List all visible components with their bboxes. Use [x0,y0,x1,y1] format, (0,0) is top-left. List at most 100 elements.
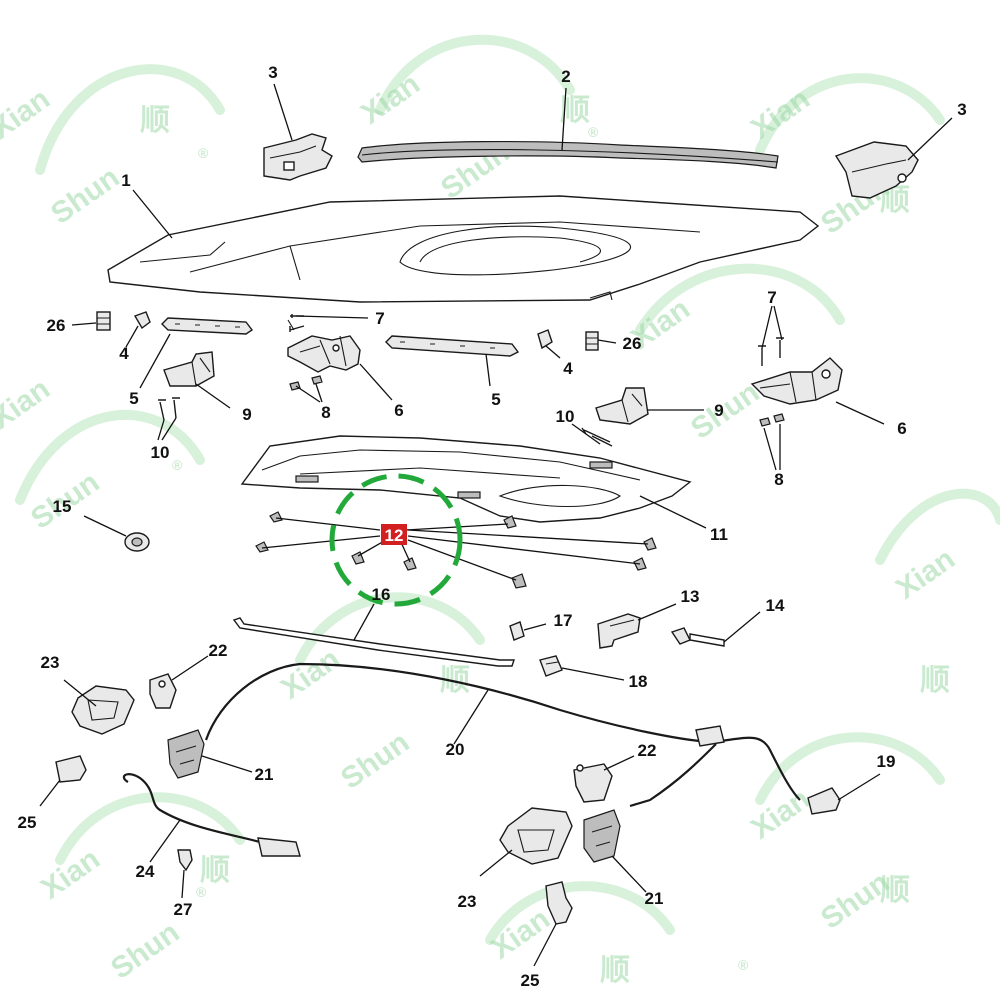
callout-13: 13 [681,587,700,606]
part-3-bracket-right [834,141,919,199]
callout-10: 10 [556,407,575,426]
part-19-connector [807,787,841,815]
watermark-glyph: 顺 [140,104,170,137]
part-2-seal-strip [357,140,779,169]
highlight-circle [329,473,463,607]
callout-8: 8 [774,470,783,489]
part-10-bolts-right [581,427,613,447]
watermark-text: Xian [745,782,816,845]
watermark-registered: ® [588,124,599,140]
part-26-bumper-left [96,311,111,331]
part-24-harness [122,773,301,857]
callout-22: 22 [209,641,228,660]
part-25-switch-right [545,881,573,925]
callout-22: 22 [638,741,657,760]
part-3-bracket-left [263,133,333,181]
callout-24: 24 [136,862,155,881]
part-4-clip-left [133,311,151,330]
callout-10: 10 [151,443,170,462]
part-9-bracket-right [595,387,649,425]
callout-5: 5 [129,389,138,408]
callout-18: 18 [629,672,648,691]
callout-19: 19 [877,752,896,771]
part-9-bracket-left [163,351,215,387]
highlight-label: 12 [385,526,404,545]
part-25-switch-left [55,755,87,783]
part-14-pin [670,627,725,647]
watermark-text: Shun [105,916,185,986]
part-12-clips [255,511,657,589]
part-17-clip [509,621,525,641]
part-13-bracket [597,613,641,649]
watermark-registered: ® [198,145,209,161]
part-21-latch-left [167,729,205,779]
watermark-text: Xian [890,542,961,605]
callout-25: 25 [18,813,37,832]
part-5-strip-left [161,317,254,335]
part-22-bracket-right [573,763,613,803]
part-4-clip-right [537,329,553,350]
callout-23: 23 [458,892,477,911]
part-15-grommet [124,532,150,552]
callout-26: 26 [47,316,66,335]
watermark-glyph: 顺 [920,664,950,697]
callout-16: 16 [372,585,391,604]
watermark-text: Xian [355,67,426,130]
callout-21: 21 [645,889,664,908]
callout-7: 7 [375,309,384,328]
part-23-housing-right [499,807,573,865]
part-26-bumper-right [585,331,599,351]
part-11-inner-panel [240,435,692,523]
callout-4: 4 [119,344,129,363]
part-8-nuts-right [759,413,785,427]
callout-6: 6 [897,419,906,438]
callout-21: 21 [255,765,274,784]
watermark-text: Xian [35,842,106,905]
callout-23: 23 [41,653,60,672]
callout-6: 6 [394,401,403,420]
watermark-glyph: 顺 [200,854,230,887]
callout-17: 17 [554,611,573,630]
callout-14: 14 [766,596,785,615]
watermark-text: Xian [275,642,346,705]
part-20-cable [204,662,801,808]
part-23-housing-left [71,685,135,735]
watermark-registered: ® [738,957,749,973]
part-10-bolts-left [158,397,180,421]
callout-3: 3 [957,100,966,119]
callout-2: 2 [561,67,570,86]
callout-1: 1 [121,171,130,190]
callout-8: 8 [321,403,330,422]
watermark-registered: ® [172,457,183,473]
watermark-registered: ® [196,884,207,900]
watermark-glyph: 顺 [880,874,910,907]
highlight-label-box [381,524,407,545]
part-7-bolts-right [758,337,784,366]
watermark-text: Shun [45,161,125,231]
part-6-hinge-left [287,335,361,373]
part-27-fastener [177,849,193,872]
part-16-prop-rod [232,617,515,667]
callout-25: 25 [521,971,540,990]
part-21-latch-right [583,809,621,863]
part-1-hood-panel [107,195,820,303]
callout-27: 27 [174,900,193,919]
callout-26: 26 [623,334,642,353]
callout-15: 15 [53,497,72,516]
callout-9: 9 [242,405,251,424]
callout-5: 5 [491,390,500,409]
callout-20: 20 [446,740,465,759]
watermark-text: Shun [335,726,415,796]
callout-labels: 1 2 3 3 26 4 5 7 9 8 6 5 4 26 7 6 9 10 1… [18,63,967,990]
part-18-clip [539,655,563,677]
callout-3: 3 [268,63,277,82]
part-22-bracket-left [149,673,177,709]
callout-9: 9 [714,401,723,420]
watermark-text: Xian [0,372,56,435]
part-5-strip-right [385,335,520,357]
callout-11: 11 [710,525,728,544]
callout-7: 7 [767,288,776,307]
callout-4: 4 [563,359,573,378]
watermark-glyph: 顺 [600,954,630,987]
